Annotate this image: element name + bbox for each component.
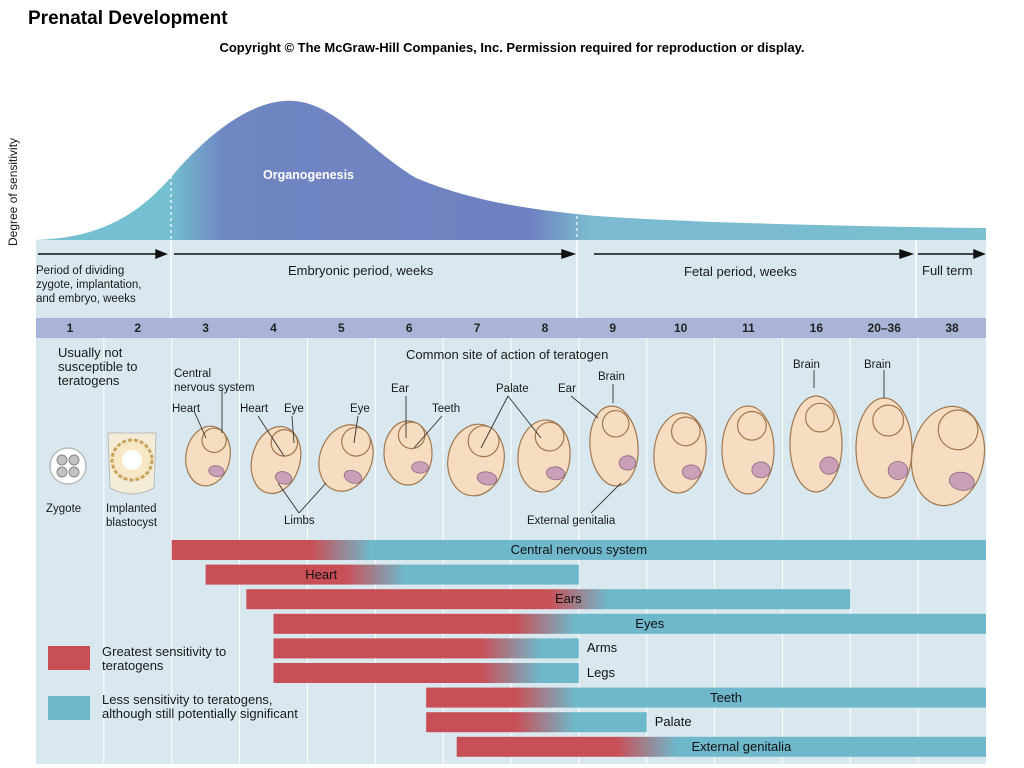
sensitivity-bar-label: Central nervous system [510, 542, 648, 557]
prenatal-development-diagram: Degree of sensitivity Organogenesis Peri… [6, 88, 986, 764]
embryo-figure [383, 420, 433, 486]
sensitivity-bar [273, 638, 579, 659]
week-label: 2 [134, 321, 142, 335]
week-strip [36, 318, 986, 338]
cns-label: Central nervous system [174, 368, 255, 394]
sensitivity-bar [273, 613, 986, 634]
sensitivity-bar [426, 712, 647, 733]
sensitivity-bar-label: Teeth [710, 689, 742, 705]
implanted-blastocyst-label: Implanted blastocyst [106, 503, 158, 529]
week-label: 38 [945, 321, 959, 335]
week-label: 5 [338, 321, 345, 335]
embryo-figure [185, 425, 231, 487]
common-site-note: Common site of action of teratogen [406, 347, 609, 362]
week-label: 6 [405, 321, 413, 335]
sensitivity-bars [171, 540, 986, 757]
embryo-figure [447, 423, 505, 497]
sensitivity-bar [246, 589, 851, 610]
week-label: 1 [66, 321, 74, 335]
limbs-label: Limbs [284, 515, 315, 527]
week-label: 9 [609, 321, 617, 335]
page-title: Prenatal Development [28, 8, 228, 29]
week-label: 11 [742, 321, 755, 335]
period-fullterm-label: Full term [922, 263, 973, 278]
week-label: 4 [270, 321, 277, 335]
embryo-figure [855, 397, 913, 499]
embryo-figure [789, 395, 843, 493]
heart-label-1: Heart [172, 403, 201, 415]
sensitivity-bar-label: Arms [586, 640, 618, 656]
embryo-sequence [185, 395, 986, 507]
embryo-figure [721, 405, 775, 495]
sensitivity-bar [273, 663, 579, 683]
teeth-label: Teeth [432, 403, 461, 415]
ear-label-1: Ear [391, 383, 409, 395]
embryo-figure [250, 425, 302, 495]
sensitivity-bar-label: Legs [586, 665, 616, 680]
organogenesis-label: Organogenesis [263, 168, 354, 182]
eye-label-1: Eye [284, 403, 304, 415]
legend-blue-label: Less sensitivity to teratogens, although… [102, 692, 298, 721]
sensitivity-bar-label: Eyes [635, 615, 665, 631]
legend-blue-swatch [48, 696, 90, 720]
sensitivity-bar [426, 687, 986, 708]
embryo-figure [910, 405, 986, 507]
zygote-illustration [49, 447, 87, 485]
week-label: 20–36 [867, 321, 901, 335]
sensitivity-bar [456, 736, 986, 757]
week-label: 3 [202, 321, 209, 335]
zygote-label: Zygote [46, 503, 82, 515]
not-susceptible-note: Usually not susceptible to teratogens [58, 345, 138, 388]
pointer-lines [193, 370, 885, 514]
copyright-notice: Copyright © The McGraw-Hill Companies, I… [219, 40, 805, 55]
sensitivity-bar-label: Ears [554, 591, 582, 607]
heart-label-2: Heart [240, 403, 269, 415]
diagram-canvas [36, 100, 986, 764]
eye-label-2: Eye [350, 403, 370, 415]
brain-label-1: Brain [598, 371, 625, 383]
brain-label-2: Brain [793, 359, 820, 371]
brain-label-3: Brain [864, 359, 891, 371]
week-label: 8 [541, 321, 549, 335]
embryo-figure [517, 419, 571, 493]
embryo-figure [589, 405, 639, 487]
sensitivity-bar [205, 564, 579, 585]
period-fetal-label: Fetal period, weeks [684, 264, 797, 279]
legend-red-label: Greatest sensitivity to teratogens [102, 644, 227, 673]
sensitivity-bar-label: Palate [654, 714, 692, 730]
week-label: 7 [473, 321, 481, 335]
period-arrows [38, 248, 986, 260]
ear-label-2: Ear [558, 383, 576, 395]
blastocyst-illustration [107, 432, 157, 495]
y-axis-label: Degree of sensitivity [6, 137, 20, 246]
sensitivity-bar-label: External genitalia [691, 738, 792, 754]
sensitivity-curve [36, 100, 986, 241]
legend-red-swatch [48, 646, 90, 670]
embryo-figure [653, 412, 707, 494]
week-label: 10 [673, 321, 688, 335]
sensitivity-bar [171, 540, 986, 560]
sensitivity-bar-label: Heart [305, 566, 338, 582]
embryo-figure [318, 424, 374, 492]
external-genitalia-label: External genitalia [527, 515, 616, 527]
palate-label: Palate [496, 383, 529, 395]
period-dividing-label: Period of dividing zygote, implantation,… [36, 265, 142, 305]
week-label: 16 [809, 321, 824, 335]
period-embryonic-label: Embryonic period, weeks [288, 263, 434, 278]
